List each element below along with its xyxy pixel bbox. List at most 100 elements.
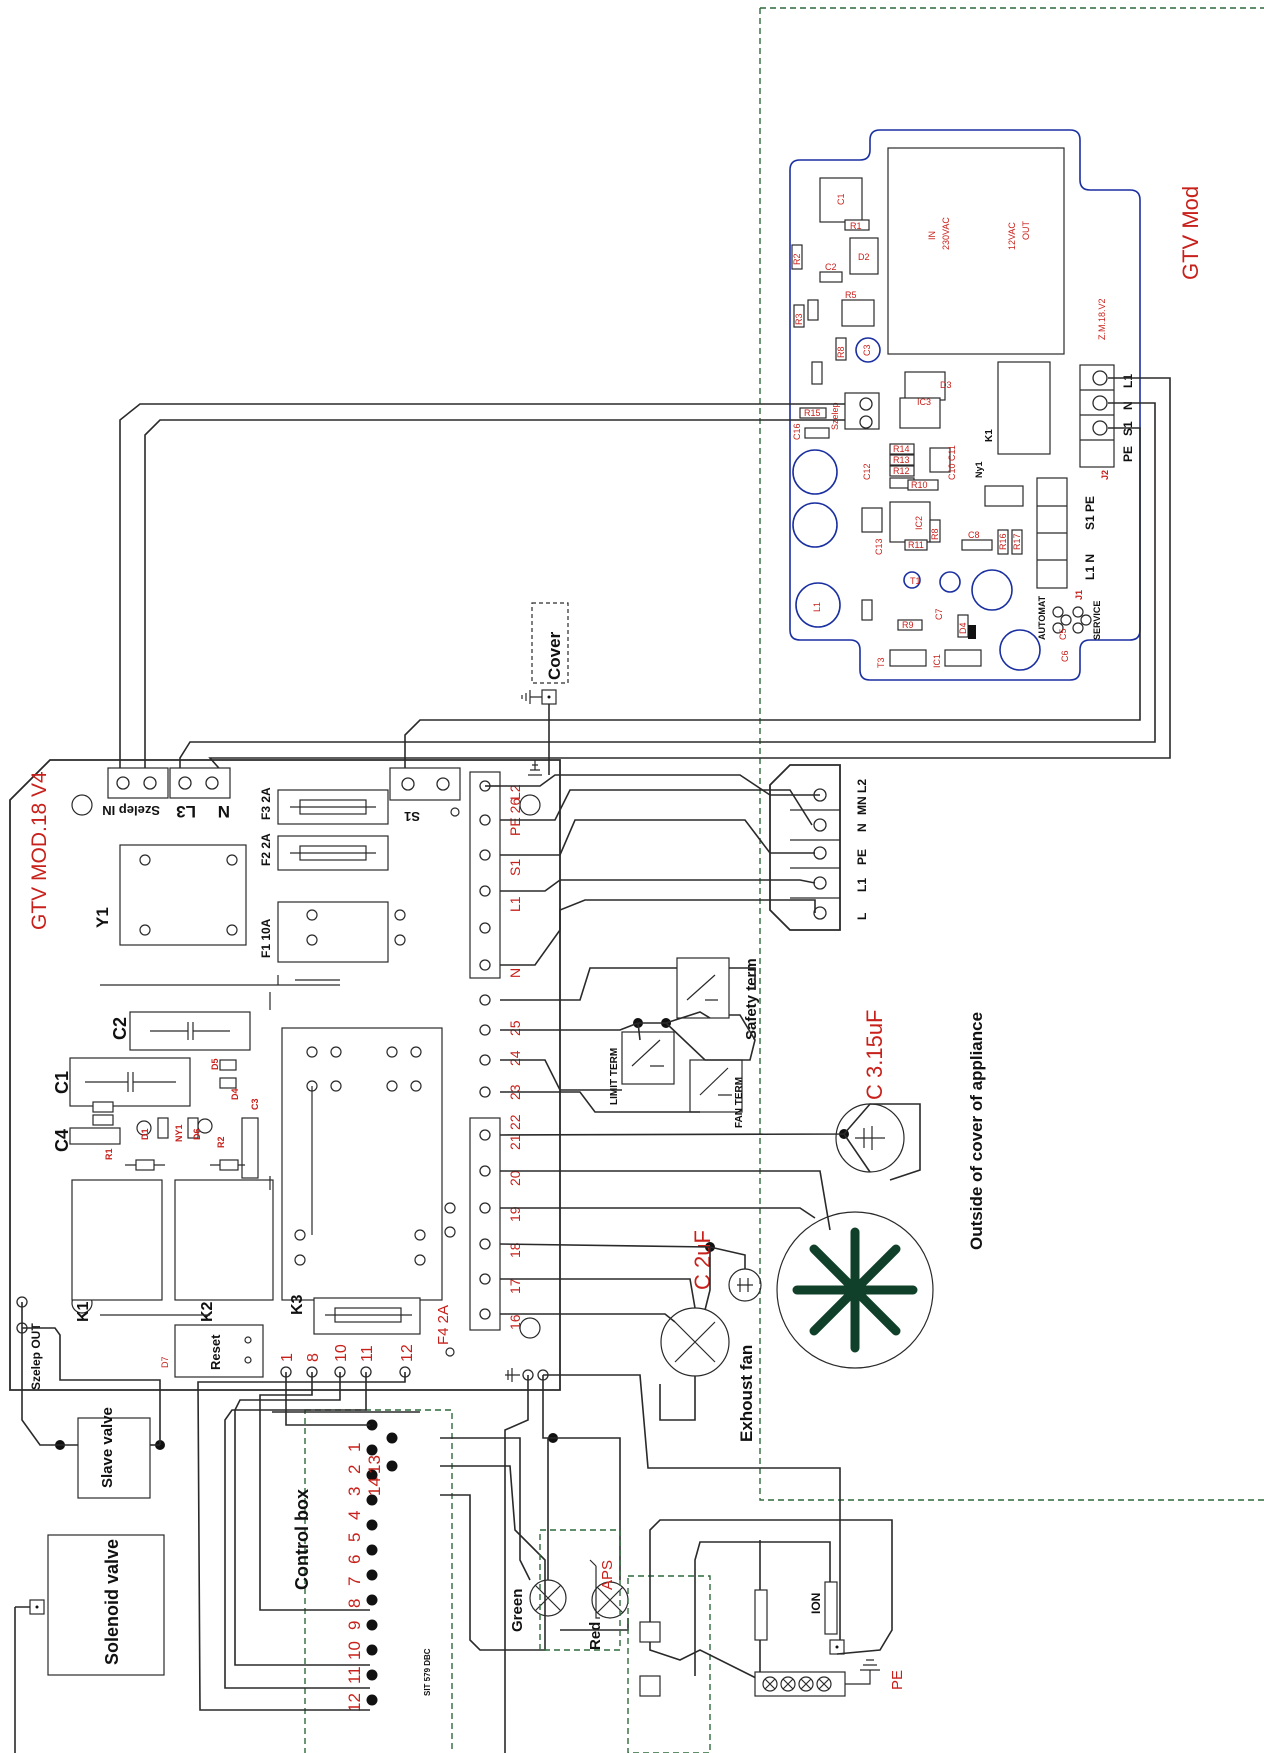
term-21-label: 21 bbox=[507, 1134, 523, 1150]
j2-label: J2 bbox=[1100, 470, 1110, 480]
thermostats: Safety term LIMIT TERM FAN TERM bbox=[500, 957, 760, 1128]
cb-pin-7: 7 bbox=[345, 1577, 364, 1586]
svg-text:IC3: IC3 bbox=[917, 397, 931, 407]
control-box-pin-dot bbox=[366, 1519, 378, 1531]
cb-pin-13: 13 bbox=[365, 1455, 384, 1474]
pt-l1-label: L1 bbox=[855, 878, 869, 892]
cover-label: Cover bbox=[545, 631, 564, 680]
circulation-fan: C 3.15uF Outside of cover of appliance bbox=[499, 1010, 986, 1369]
svg-text:C13: C13 bbox=[874, 538, 884, 555]
cb-pin-10: 10 bbox=[345, 1641, 364, 1660]
pt-mn-l2-label: MN L2 bbox=[855, 779, 869, 815]
cb-pin-3: 3 bbox=[345, 1487, 364, 1496]
svg-text:D2: D2 bbox=[858, 252, 870, 262]
j2-label-n: N bbox=[1121, 401, 1135, 410]
svg-text:C12: C12 bbox=[862, 463, 872, 480]
svg-text:Szelep: Szelep bbox=[830, 402, 840, 430]
cover-switch: Cover bbox=[521, 602, 569, 775]
ny1-label: D7 bbox=[160, 1356, 170, 1368]
svg-text:R17: R17 bbox=[1012, 533, 1022, 550]
control-box-pin-dot bbox=[366, 1544, 378, 1556]
d7-label: NY1 bbox=[174, 1124, 184, 1142]
szelep-in-label: Szelep IN bbox=[102, 803, 160, 818]
ion-strip-x bbox=[762, 1676, 832, 1692]
svg-text:D3: D3 bbox=[940, 380, 952, 390]
control-box-pin-dot bbox=[366, 1594, 378, 1606]
main-board-title: GTV MOD.18 V4 bbox=[28, 771, 51, 930]
j2-label-l1: L1 bbox=[1121, 374, 1135, 388]
bt-10-label: 10 bbox=[333, 1344, 350, 1362]
bt-1-label: 1 bbox=[279, 1353, 296, 1362]
cb-pin-9: 9 bbox=[345, 1621, 364, 1630]
term-pe26-label: PE 26 bbox=[507, 798, 523, 836]
outside-label: Outside of cover of appliance bbox=[967, 1012, 986, 1250]
cb-pin-4: 4 bbox=[345, 1511, 364, 1520]
c4-label: C4 bbox=[52, 1129, 72, 1152]
fuse-f2-label: F2 2A bbox=[259, 833, 273, 866]
svg-text:C10 C11: C10 C11 bbox=[947, 445, 957, 480]
j1-label-top: S1 PE bbox=[1083, 496, 1097, 530]
cb-pin-12: 12 bbox=[345, 1693, 364, 1712]
svg-text:C5: C5 bbox=[1058, 628, 1068, 640]
cb-pin-8: 8 bbox=[345, 1599, 364, 1608]
bt-12-label: 12 bbox=[399, 1344, 416, 1362]
svg-text:R13: R13 bbox=[893, 455, 910, 465]
cap-exhaust-label: C 2uF bbox=[690, 1230, 715, 1290]
k1-label: K1 bbox=[75, 1301, 92, 1322]
k2-label: K2 bbox=[199, 1301, 216, 1322]
svg-text:IC2: IC2 bbox=[914, 516, 924, 530]
svg-text:R8: R8 bbox=[930, 528, 940, 540]
c1-label: C1 bbox=[52, 1071, 72, 1094]
power-terminal-block: MN L2 N PE L1 L bbox=[485, 764, 869, 966]
d6-label: D6 bbox=[192, 1128, 202, 1140]
szelep-out-label: Szelep OUT bbox=[29, 1323, 43, 1390]
bt-8-label: 8 bbox=[305, 1353, 322, 1362]
control-box-label: Control box bbox=[292, 1489, 312, 1590]
slave-valve-label: Slave valve bbox=[99, 1407, 116, 1488]
term-17-label: 17 bbox=[507, 1278, 523, 1294]
svg-text:L1: L1 bbox=[812, 602, 822, 612]
term-l1-label: L1 bbox=[507, 896, 523, 912]
cap-fan-label: C 3.15uF bbox=[862, 1010, 887, 1101]
fuse-f3-label: F3 2A bbox=[259, 787, 273, 820]
svg-text:Ny1: Ny1 bbox=[974, 461, 984, 478]
control-box-model: SIT 579 DBC bbox=[423, 1648, 432, 1696]
term-l2-label: L2 bbox=[507, 784, 523, 800]
pt-l-label: L bbox=[855, 913, 869, 920]
cb-pin-6: 6 bbox=[345, 1555, 364, 1564]
bt-11-label: 11 bbox=[359, 1345, 376, 1362]
k3-label: K3 bbox=[289, 1294, 306, 1315]
svg-text:C8: C8 bbox=[968, 530, 980, 540]
control-box-pin-dot bbox=[366, 1419, 378, 1431]
control-box-pin-dot bbox=[366, 1694, 378, 1706]
svg-text:R11: R11 bbox=[908, 540, 924, 550]
safety-term-label: Safety term bbox=[743, 958, 760, 1040]
reset-label: Reset bbox=[208, 1334, 223, 1370]
pt-pe-label: PE bbox=[855, 849, 869, 865]
control-box-pin-dot bbox=[366, 1444, 378, 1456]
term-16-label: 16 bbox=[507, 1314, 523, 1330]
limit-term-label: LIMIT TERM bbox=[609, 1048, 620, 1105]
n-label: N bbox=[218, 802, 230, 821]
cb-pin-1: 1 bbox=[345, 1443, 364, 1452]
outside-cover-boundary bbox=[759, 7, 1264, 1501]
svg-text:R15: R15 bbox=[804, 408, 821, 418]
red-label: Red bbox=[587, 1622, 604, 1650]
control-box-pin-dot bbox=[386, 1432, 398, 1444]
svg-text:C2: C2 bbox=[825, 262, 837, 272]
control-box-pin-dot bbox=[366, 1494, 378, 1506]
pt-n-label: N bbox=[855, 823, 869, 832]
term-s1-label: S1 bbox=[507, 859, 523, 876]
pe-label: PE bbox=[889, 1670, 906, 1690]
svg-text:R8: R8 bbox=[836, 346, 846, 358]
svg-text:R2: R2 bbox=[792, 253, 802, 265]
svg-text:C16: C16 bbox=[792, 423, 802, 440]
d4-label: D4 bbox=[230, 1088, 240, 1100]
svg-text:R12: R12 bbox=[893, 466, 910, 476]
gtv-mod-board-name: Z.M.18.V2 bbox=[1097, 298, 1107, 340]
svg-text:R5: R5 bbox=[845, 290, 857, 300]
svg-text:K1: K1 bbox=[984, 429, 995, 442]
control-box-pin-dot bbox=[366, 1644, 378, 1656]
